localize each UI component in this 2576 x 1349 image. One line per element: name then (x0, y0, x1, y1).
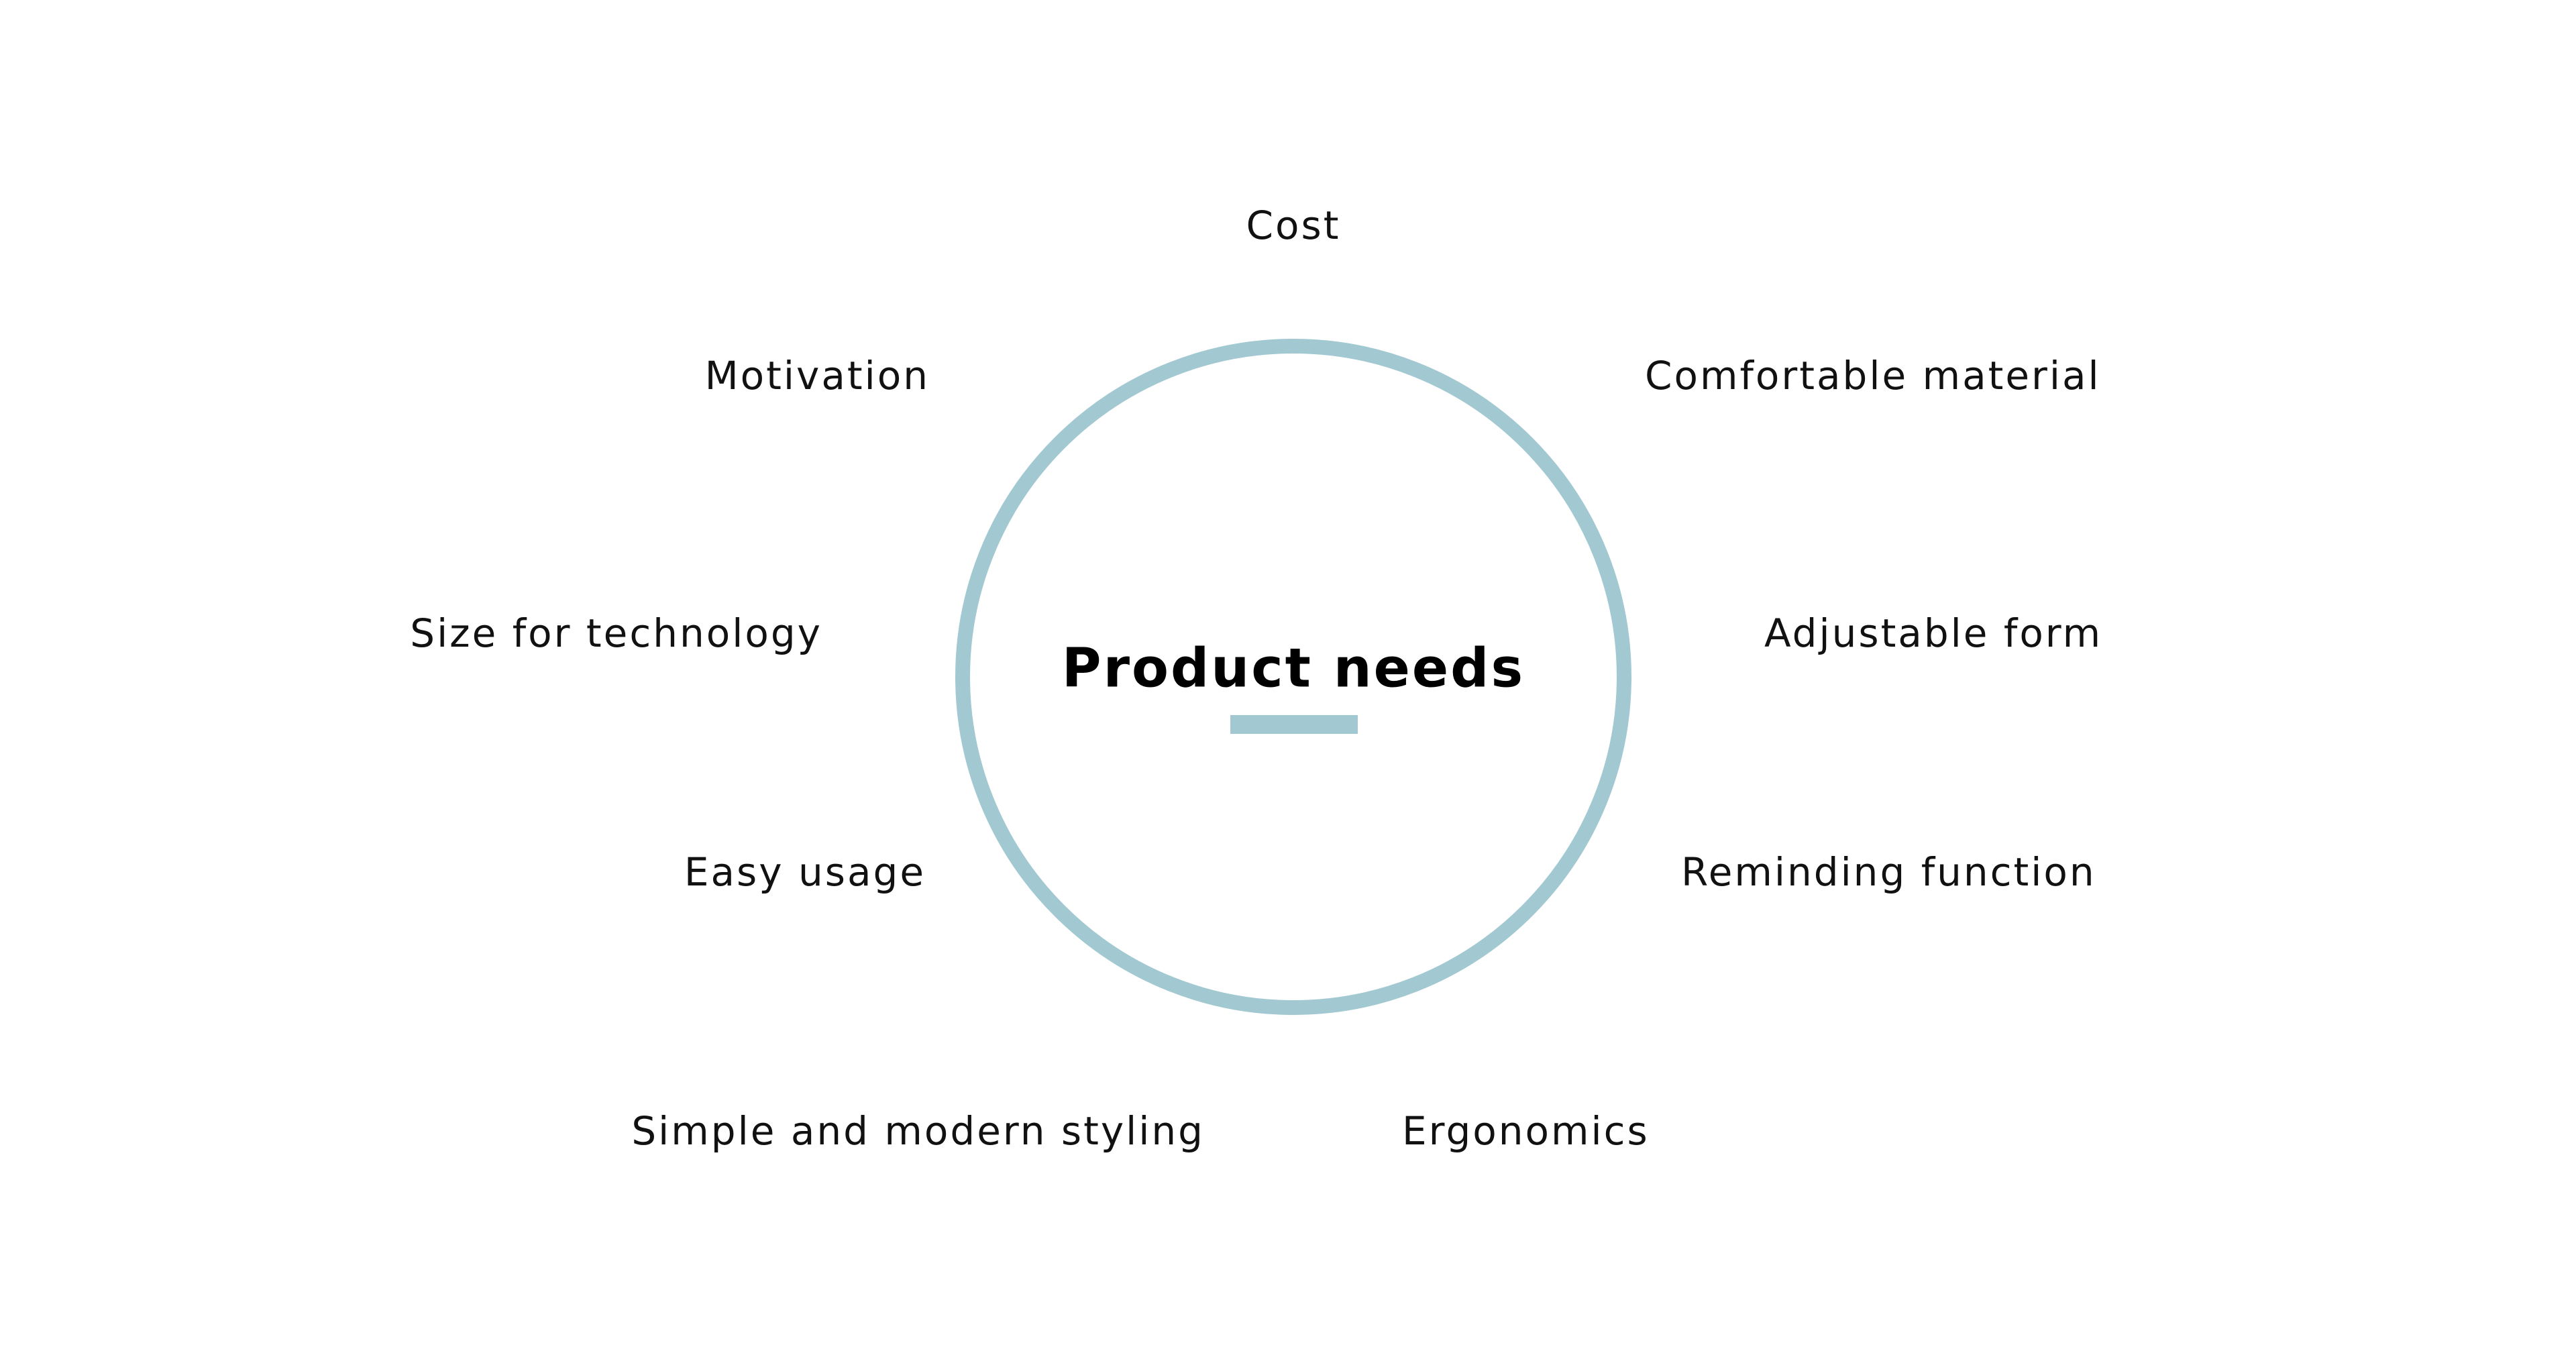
need-motivation: Motivation (704, 353, 930, 398)
need-cost: Cost (1246, 203, 1341, 248)
title-underline-bar (1230, 715, 1358, 734)
need-size-for-technology: Size for technology (410, 610, 822, 656)
need-easy-usage: Easy usage (684, 849, 926, 895)
need-ergonomics: Ergonomics (1402, 1108, 1650, 1154)
center-title: Product needs (1061, 637, 1525, 700)
need-simple-modern-styling: Simple and modern styling (631, 1108, 1205, 1154)
need-adjustable-form: Adjustable form (1764, 610, 2103, 656)
need-reminding-function: Reminding function (1681, 849, 2096, 895)
need-comfortable-material: Comfortable material (1645, 353, 2101, 398)
